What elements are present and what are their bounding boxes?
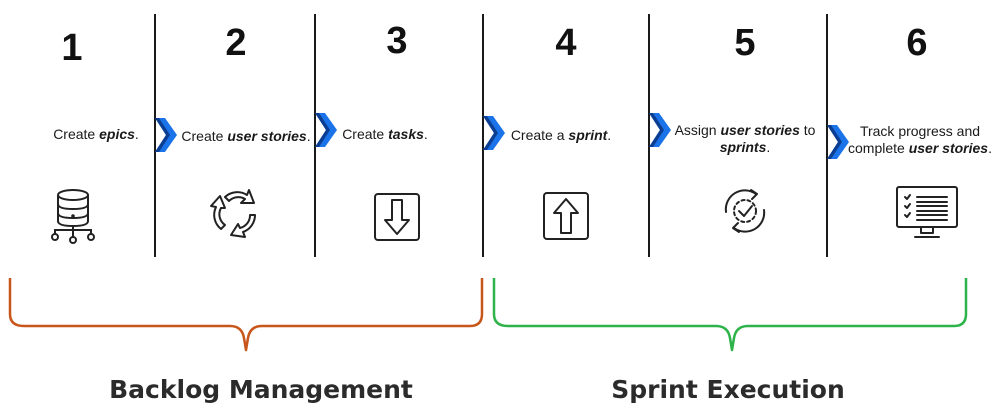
cycle-arrows-icon xyxy=(210,189,257,238)
chevron-right-icon xyxy=(155,118,177,152)
chevron-right-icon xyxy=(827,125,849,159)
step-text-1: Create epics. xyxy=(53,126,139,142)
divider-4 xyxy=(648,14,650,257)
divider-2 xyxy=(314,14,316,257)
sprint-execution-label: Sprint Execution xyxy=(611,375,845,404)
download-box-icon xyxy=(374,193,420,241)
sprint-brace xyxy=(492,278,968,352)
chevron-right-icon xyxy=(483,116,505,150)
database-network-icon xyxy=(51,189,95,244)
step-text-2: Create user stories. xyxy=(181,128,311,144)
step-number-6: 6 xyxy=(906,22,928,64)
upload-box-icon xyxy=(543,192,589,240)
step-number-1: 1 xyxy=(61,27,83,69)
step-number-5: 5 xyxy=(734,22,756,64)
step-number-2: 2 xyxy=(225,22,247,64)
step-text-3: Create tasks. xyxy=(342,126,428,142)
step-number-3: 3 xyxy=(386,20,408,62)
monitor-checklist-icon xyxy=(896,186,958,238)
divider-1 xyxy=(154,14,156,257)
backlog-brace xyxy=(8,278,484,352)
step-number-4: 4 xyxy=(555,22,577,64)
sync-check-icon xyxy=(724,189,766,233)
backlog-management-label: Backlog Management xyxy=(109,375,413,404)
step-text-4: Create a sprint. xyxy=(510,127,612,143)
chevron-right-icon xyxy=(315,113,337,147)
divider-3 xyxy=(482,14,484,257)
divider-5 xyxy=(826,14,828,257)
chevron-right-icon xyxy=(649,113,671,147)
